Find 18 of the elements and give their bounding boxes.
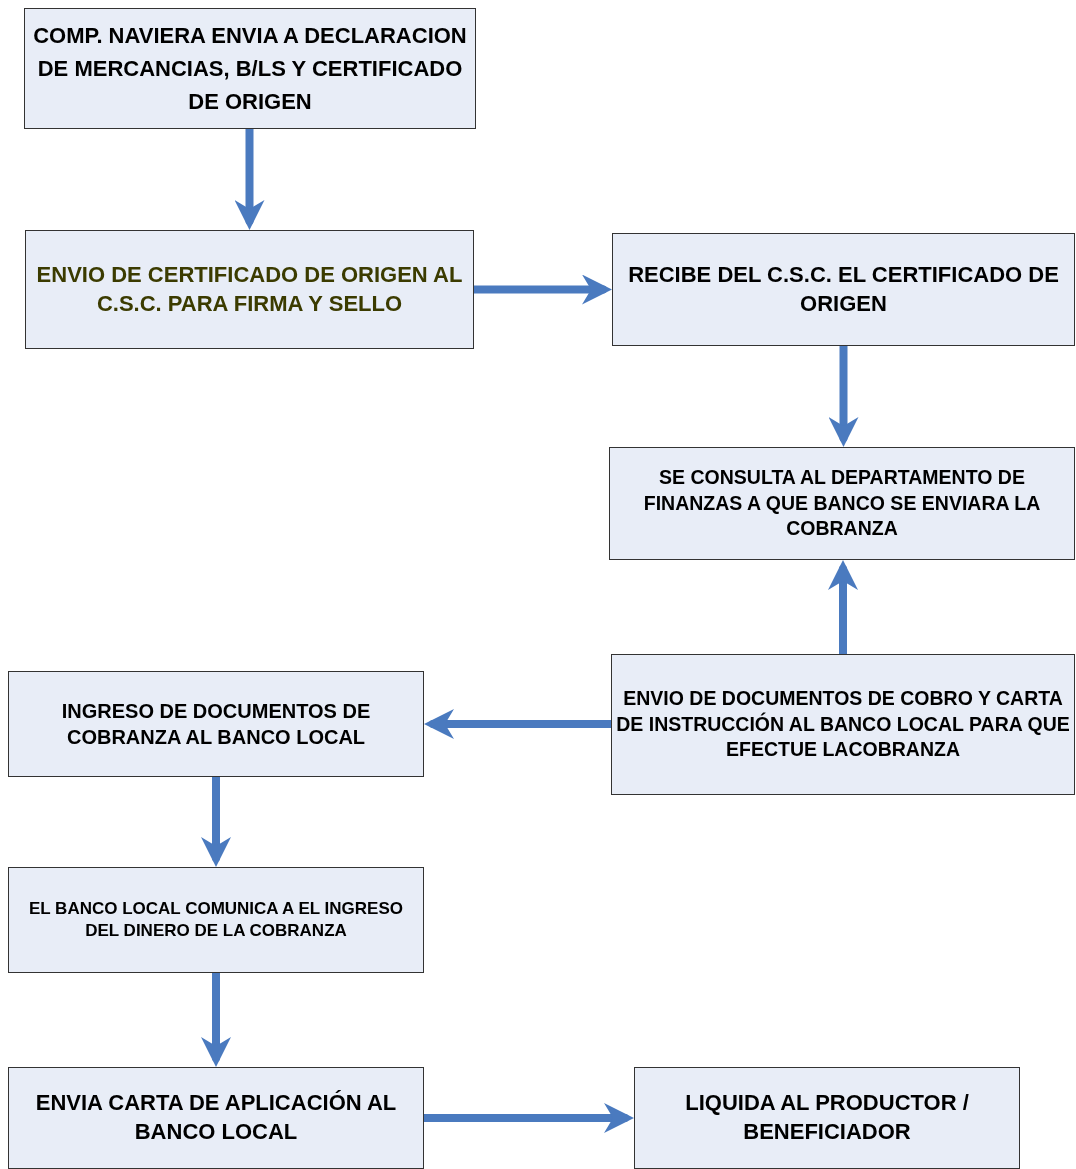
process-box [611, 654, 1075, 795]
process-box [8, 867, 424, 973]
step-text: ENVIO DE CERTIFICADO DE ORIGEN AL C.S.C. PARA FIRMA Y SELLO [35, 260, 464, 318]
process-box [8, 1067, 424, 1169]
step-text: INGRESO DE DOCUMENTOS DE COBRANZA AL BANCO LOCAL [60, 699, 372, 750]
process-box [612, 233, 1075, 346]
step-text: ENVIA CARTA DE APLICACIÓN AL BANCO LOCAL [34, 1089, 398, 1146]
step-text: SE CONSULTA AL DEPARTAMENTO DE FINANZAS A QUE BANCO SE ENVIARA LA COBRANZA [642, 465, 1042, 542]
process-box [634, 1067, 1020, 1169]
step-text: RECIBE DEL C.S.C. EL CERTIFICADO DE ORIGEN [627, 260, 1060, 318]
process-box [25, 230, 474, 349]
step-text: COMP. NAVIERA ENVIA A DECLARACION DE MERCANCIAS, B/LS Y CERTIFICADO DE ORIGEN [32, 22, 468, 116]
process-box [8, 671, 424, 777]
process-box [24, 8, 476, 129]
step-text: EL BANCO LOCAL COMUNICA A EL INGRESO DEL DINERO DE LA COBRANZA [28, 897, 404, 942]
step-text: LIQUIDA AL PRODUCTOR / BENEFICIADOR [684, 1089, 970, 1146]
step-text: ENVIO DE DOCUMENTOS DE COBRO Y CARTA DE INSTRUCCIÓN AL BANCO LOCAL PARA QUE EFECTUE LACOBRANZA [616, 686, 1070, 763]
process-box [609, 447, 1075, 560]
